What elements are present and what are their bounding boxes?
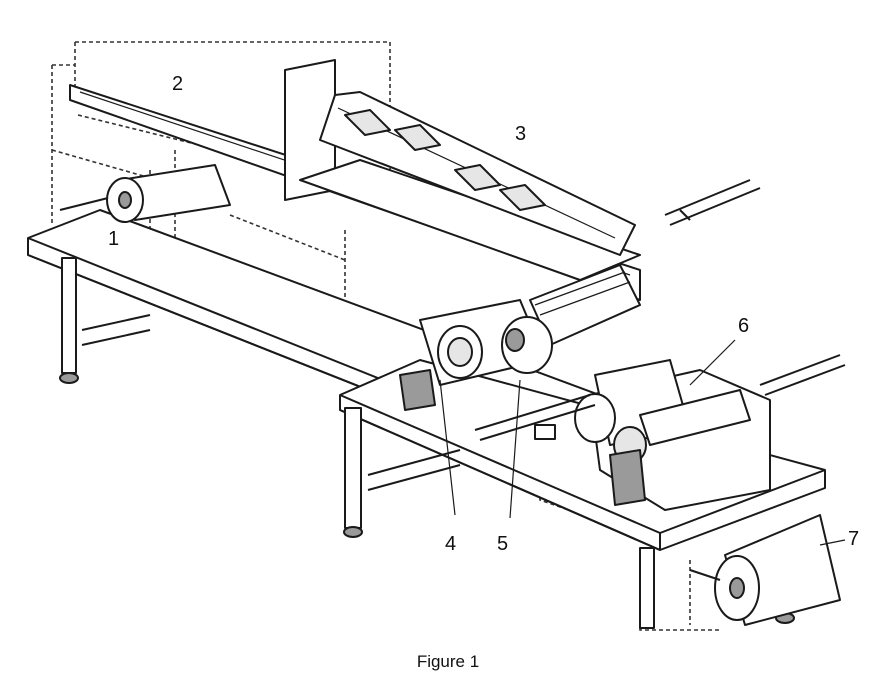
callout-6: 6 (738, 315, 749, 337)
callout-4: 4 (445, 533, 456, 555)
output-roll (690, 515, 840, 625)
callout-7: 7 (848, 528, 859, 550)
figure-caption: Figure 1 (0, 652, 896, 672)
callout-1: 1 (108, 228, 119, 250)
loose-rods (665, 180, 760, 225)
callout-3: 3 (515, 123, 526, 145)
film-roll (60, 165, 230, 222)
callout-2: 2 (172, 73, 183, 95)
callout-5: 5 (497, 533, 508, 555)
